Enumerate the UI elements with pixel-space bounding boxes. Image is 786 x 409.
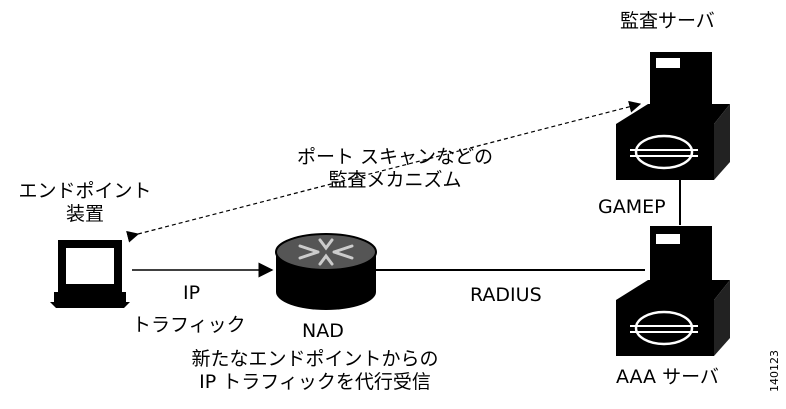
audit-server-icon: [616, 52, 730, 180]
aaa-server-label: AAA サーバ: [616, 366, 719, 388]
port-scan-label-line2: 監査メカニズム: [328, 168, 462, 191]
gamep-label: GAMEP: [598, 196, 666, 218]
audit-server-label: 監査サーバ: [620, 10, 715, 32]
radius-label: RADIUS: [470, 284, 542, 306]
port-scan-label-line1: ポート スキャンなどの: [296, 146, 494, 168]
traffic-label: トラフィック: [132, 314, 246, 336]
endpoint-label-line2: 装置: [65, 202, 104, 225]
aaa-server-icon: [616, 226, 730, 356]
figure-id: 140123: [768, 350, 781, 392]
intercept-label: 新たなエンドポイントからの IP トラフィックを代行受信: [150, 348, 480, 394]
ip-label: IP: [183, 282, 201, 304]
nad-router-icon: [275, 233, 377, 310]
intercept-label-line2: IP トラフィックを代行受信: [199, 370, 431, 393]
endpoint-computer-icon: [50, 240, 130, 308]
intercept-label-line1: 新たなエンドポイントからの: [191, 348, 439, 370]
endpoint-label-line1: エンドポイント: [18, 180, 152, 202]
port-scan-label: ポート スキャンなどの 監査メカニズム: [270, 146, 520, 192]
nad-label: NAD: [302, 320, 344, 342]
endpoint-label: エンドポイント 装置: [0, 180, 170, 226]
audit-dashed-connection: [126, 100, 642, 243]
